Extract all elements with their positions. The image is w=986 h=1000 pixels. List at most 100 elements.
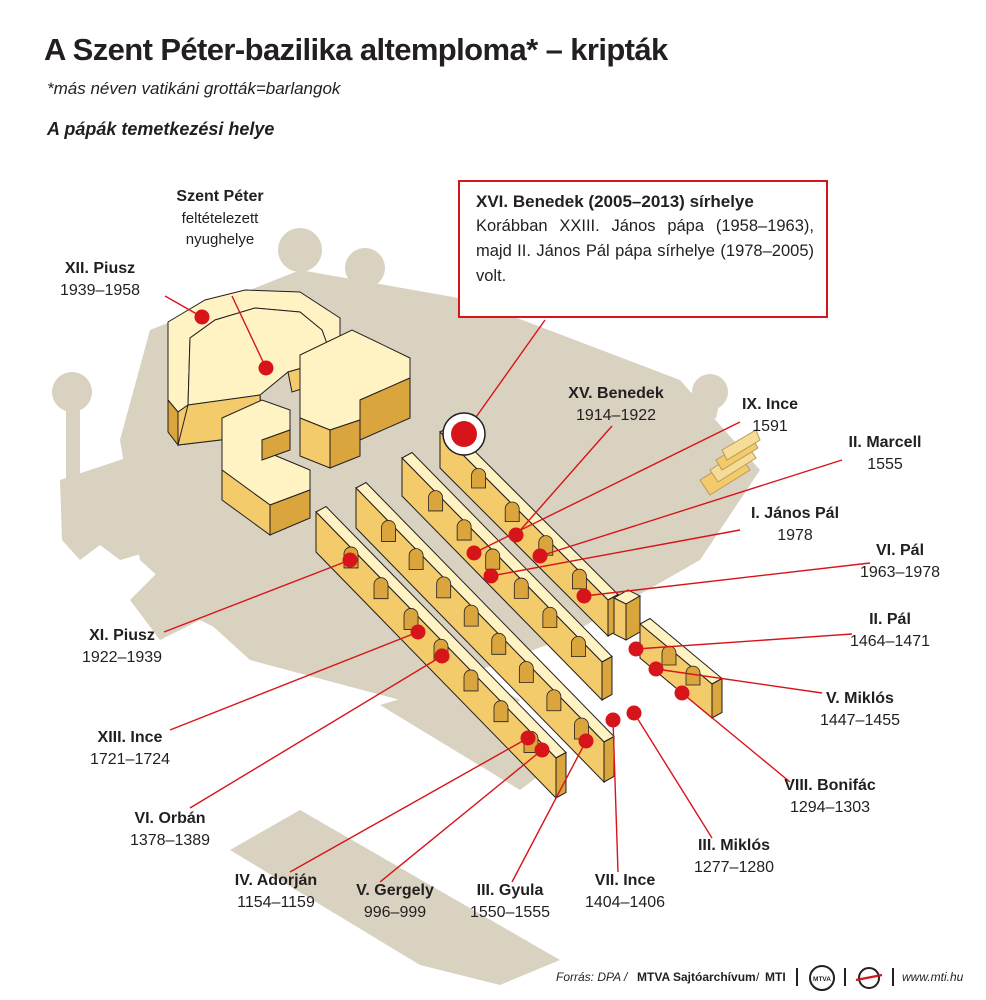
label-xiii-ince: XIII. Ince 1721–1724 [70, 727, 190, 771]
footer-source-sep: / [756, 970, 760, 984]
tomb-dot-iii-gyula [578, 733, 594, 749]
leader-line-xiii-ince [169, 631, 419, 731]
wall-end [711, 677, 723, 719]
tomb-dot-vi-pal [576, 588, 592, 604]
label-i-janos-pal: I. János Pál 1978 [730, 503, 860, 547]
label-iii-miklos: III. Miklós 1277–1280 [674, 835, 794, 879]
label-desc: nyughelye [185, 231, 255, 248]
label-name: Szent Péter [176, 188, 264, 205]
label-name: VI. Orbán [134, 810, 206, 827]
info-box-text: Korábban XXIII. János pápa (1958–1963), … [476, 217, 814, 285]
leader-line-xi-piusz [163, 559, 351, 633]
arch [403, 608, 419, 630]
label-years: 1591 [752, 418, 788, 435]
leader-line-v-miklos [655, 668, 823, 694]
label-viii-bonifac: VIII. Bonifác 1294–1303 [765, 775, 895, 819]
label-name: II. Marcell [848, 434, 922, 451]
chapel-south-block [221, 399, 311, 536]
arch [493, 700, 509, 723]
arch [463, 669, 479, 692]
arch [408, 548, 424, 571]
leader-line-xv-benedek [515, 425, 613, 536]
label-iv-adorjan: IV. Adorján 1154–1159 [216, 870, 336, 914]
label-years: 1721–1724 [89, 751, 171, 768]
tomb-dot-viii-bonifac [674, 685, 690, 701]
label-name: III. Gyula [476, 882, 544, 899]
tomb-dot-xii-piusz [194, 309, 210, 325]
leader-line-viii-bonifac [681, 692, 791, 783]
arch [471, 468, 486, 489]
label-name: III. Miklós [697, 837, 770, 854]
label-name: V. Miklós [826, 690, 894, 707]
label-v-gergely: V. Gergely 996–999 [340, 880, 450, 924]
tomb-dot-szent-peter [258, 360, 274, 376]
mti-logo-icon [855, 967, 883, 989]
label-name: VI. Pál [875, 542, 925, 559]
label-szent-peter: Szent Péter feltételezett nyughelye [155, 186, 285, 250]
label-name: II. Pál [869, 611, 911, 628]
leader-line-v-gergely [379, 749, 543, 883]
label-name: IX. Ince [741, 396, 799, 413]
leader-line-i-janos-pal [490, 529, 741, 577]
arch [373, 577, 389, 600]
tomb-dot-i-janos-pal [483, 568, 499, 584]
label-vii-ince: VII. Ince 1404–1406 [570, 870, 680, 914]
label-name: XV. Benedek [568, 385, 664, 402]
label-ii-marcell: II. Marcell 1555 [825, 432, 945, 476]
footer-source-prefix: Forrás: DPA / [556, 970, 628, 984]
label-years: 1404–1406 [584, 894, 666, 911]
leader-line-iv-adorjan [289, 737, 529, 873]
arch [491, 632, 507, 655]
staircase [699, 429, 761, 496]
label-years: 1978 [777, 527, 813, 544]
label-vi-orban: VI. Orbán 1378–1389 [110, 808, 230, 852]
label-years: 1555 [867, 456, 903, 473]
arch [456, 519, 472, 541]
tomb-dot-xv-benedek [508, 527, 524, 543]
subtitle-note: *más néven vatikáni grották=barlangok [47, 79, 341, 98]
footer-source-mti: MTI [765, 970, 786, 984]
tomb-dot-v-gergely [534, 742, 550, 758]
label-name: XIII. Ince [97, 729, 163, 746]
leader-line-iii-miklos [633, 712, 713, 839]
tomb-dot-xi-piusz [342, 552, 358, 568]
label-years: 1154–1159 [237, 894, 315, 911]
pillar [612, 589, 642, 641]
label-years: 1922–1939 [81, 649, 163, 666]
tomb-dot-vi-orban [434, 648, 450, 664]
tomb-dot-ii-marcell [532, 548, 548, 564]
tomb-dot-v-miklos [648, 661, 664, 677]
label-ix-ince: IX. Ince 1591 [720, 394, 820, 438]
label-name: XI. Piusz [89, 627, 155, 644]
tomb-dot-ii-pal [628, 641, 644, 657]
arch [518, 661, 534, 683]
label-years: 1914–1922 [575, 407, 657, 424]
label-vi-pal: VI. Pál 1963–1978 [845, 540, 955, 584]
arch [504, 501, 520, 522]
leader-line-szent-peter [231, 295, 267, 369]
arch [685, 665, 701, 686]
label-ii-pal: II. Pál 1464–1471 [835, 609, 945, 653]
label-xi-piusz: XI. Piusz 1922–1939 [62, 625, 182, 669]
leader-line-iii-gyula [511, 740, 587, 883]
label-years: 1464–1471 [849, 633, 931, 650]
arch [381, 520, 396, 542]
label-name: I. János Pál [750, 505, 840, 522]
label-years: 1294–1303 [789, 799, 871, 816]
mtva-logo-icon: MTVA [809, 965, 835, 991]
leader-line-vii-ince [612, 719, 619, 873]
label-name: VIII. Bonifác [784, 777, 876, 794]
arch [428, 490, 443, 512]
wall-end [603, 735, 615, 783]
label-years: 1378–1389 [129, 832, 211, 849]
info-box-title: XVI. Benedek (2005–2013) sírhelye [476, 192, 754, 211]
arch [572, 568, 587, 590]
label-name: VII. Ince [594, 872, 656, 889]
chapel-east-block [299, 329, 411, 469]
label-xii-piusz: XII. Piusz 1939–1958 [40, 258, 160, 302]
label-v-miklos: V. Miklós 1447–1455 [805, 688, 915, 732]
leader-line-vi-pal [583, 562, 871, 597]
leader-line-ix-ince [473, 421, 741, 554]
footer: Forrás: DPA / MTVA Sajtóarchívum / MTI M… [556, 965, 976, 991]
